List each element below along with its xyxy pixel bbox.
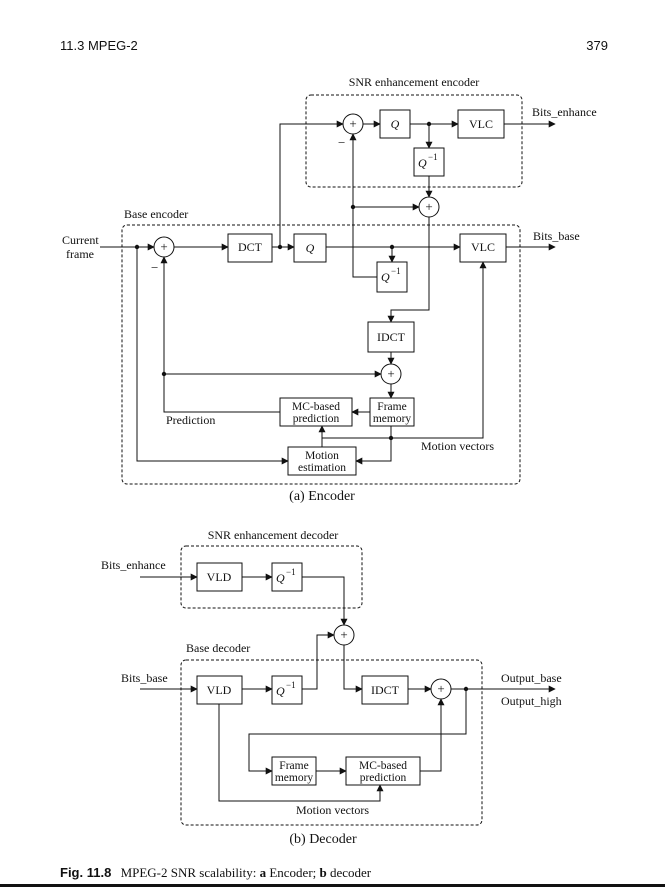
junction-dot xyxy=(389,244,395,250)
output-adder-plus: + xyxy=(437,681,444,696)
arrow-input-to-motion-estimation xyxy=(136,247,289,465)
bits-base-output-label: Bits_base xyxy=(533,229,580,243)
reconstruction-adder-plus: + xyxy=(387,366,394,381)
motion-estimation-label-line2: estimation xyxy=(298,462,346,474)
bits-enhance-input-label: Bits_enhance xyxy=(101,558,166,572)
enh-inverse-quantizer-label: Q xyxy=(418,156,427,170)
frame-memory-enc-label-line1: Frame xyxy=(377,401,406,413)
enh-adder-plus: + xyxy=(425,199,432,214)
arrow-frame-memory-to-motion-estimation xyxy=(355,426,392,465)
figure-caption: Fig. 11.8 MPEG-2 SNR scalability: a Enco… xyxy=(60,865,372,880)
snr-enhancement-decoder-title: SNR enhancement decoder xyxy=(208,528,339,542)
junction-dot xyxy=(350,204,356,210)
base-decoder-region xyxy=(180,659,483,826)
base-decoder-title: Base decoder xyxy=(186,641,250,655)
arrow-base-inverse-to-enh-subtractor xyxy=(349,133,377,278)
enh-inverse-quantizer-exponent: −1 xyxy=(428,152,438,162)
decoder-caption: (b) Decoder xyxy=(289,832,357,847)
inverse-quantizer-base-dec-label: Q xyxy=(276,684,285,698)
figure-caption-label: Fig. 11.8 xyxy=(60,865,111,880)
page-bottom-rule xyxy=(0,884,665,887)
figure-caption-bold-b: b xyxy=(320,865,327,880)
snr-enhancement-encoder-title: SNR enhancement encoder xyxy=(349,75,480,89)
arrow-base-inverse-to-adder-dec xyxy=(302,631,335,690)
base-encoder-title: Base encoder xyxy=(124,207,188,221)
vlc-base-label: VLC xyxy=(471,240,495,254)
output-base-label: Output_base xyxy=(501,671,562,685)
frame-memory-dec-label-line2: memory xyxy=(275,772,314,784)
input-subtractor-plus: + xyxy=(160,239,167,254)
inverse-quantizer-enh-dec-label: Q xyxy=(276,571,285,585)
prediction-label: Prediction xyxy=(166,413,215,427)
vld-enhance-label: VLD xyxy=(207,570,232,584)
dct-label: DCT xyxy=(238,240,263,254)
section-header: 11.3 MPEG-2 xyxy=(60,38,138,53)
enh-adder-dec-plus: + xyxy=(340,627,347,642)
page-number: 379 xyxy=(586,38,608,53)
junction-dot xyxy=(426,121,432,127)
arrow-dct-to-enh-subtractor xyxy=(279,120,344,247)
bits-base-input-label: Bits_base xyxy=(121,671,168,685)
mc-prediction-enc-label-line1: MC-based xyxy=(292,401,340,413)
motion-vectors-enc-label: Motion vectors xyxy=(421,439,494,453)
base-encoder-region xyxy=(121,224,521,485)
idct-label: IDCT xyxy=(377,330,406,344)
junction-dot xyxy=(161,371,167,377)
arrow-enh-inverse-to-adder-dec xyxy=(302,576,348,626)
motion-estimation-label-line1: Motion xyxy=(305,450,339,462)
figure-caption-text-2: Encoder; xyxy=(269,865,319,880)
output-high-label: Output_high xyxy=(501,694,562,708)
idct-dec-label: IDCT xyxy=(371,683,400,697)
junction-dot xyxy=(463,686,469,692)
input-subtractor-minus: − xyxy=(151,260,158,275)
enh-subtractor-minus: − xyxy=(338,135,345,150)
current-frame-label-line1: Current xyxy=(62,233,99,247)
arrow-mc-to-output-adder xyxy=(420,698,445,772)
inverse-quantizer-base-label: Q xyxy=(381,270,390,284)
arrow-motion-vectors-dec xyxy=(218,704,384,802)
frame-memory-enc-label-line2: memory xyxy=(373,413,412,425)
motion-vectors-dec-label: Motion vectors xyxy=(296,803,369,817)
frame-memory-dec-label-line1: Frame xyxy=(279,760,308,772)
mc-prediction-dec-label-line2: prediction xyxy=(360,772,407,784)
inverse-quantizer-enh-dec-exponent: −1 xyxy=(286,567,296,577)
bits-enhance-output-label: Bits_enhance xyxy=(532,105,597,119)
figure-caption-text-3: decoder xyxy=(330,865,372,880)
arrow-adder-dec-to-idct xyxy=(343,645,363,693)
enh-subtractor-plus: + xyxy=(349,116,356,131)
arrow-prediction-to-subtractor xyxy=(160,256,280,413)
enh-quantizer-label: Q xyxy=(391,117,400,131)
snr-enhancement-encoder-region xyxy=(305,94,523,188)
junction-dot xyxy=(134,244,140,250)
junction-dot xyxy=(388,435,394,441)
figure-caption-bold-a: a xyxy=(260,865,267,880)
mc-prediction-dec-label-line1: MC-based xyxy=(359,760,407,772)
arrow-output-feedback-to-frame-memory xyxy=(248,689,467,775)
inverse-quantizer-base-exponent: −1 xyxy=(391,266,401,276)
arrow-enh-adder-to-idct xyxy=(387,217,430,323)
encoder-caption: (a) Encoder xyxy=(289,489,355,504)
arrow-motion-vectors-to-vlc xyxy=(321,261,487,447)
figure-caption-text-1: MPEG-2 SNR scalability: xyxy=(121,865,260,880)
quantizer-label: Q xyxy=(306,241,315,255)
mc-prediction-enc-label-line2: prediction xyxy=(293,413,340,425)
inverse-quantizer-base-dec-exponent: −1 xyxy=(286,680,296,690)
enh-vlc-label: VLC xyxy=(469,117,493,131)
vld-base-label: VLD xyxy=(207,683,232,697)
junction-dot xyxy=(277,244,283,250)
current-frame-label-line2: frame xyxy=(66,247,94,261)
